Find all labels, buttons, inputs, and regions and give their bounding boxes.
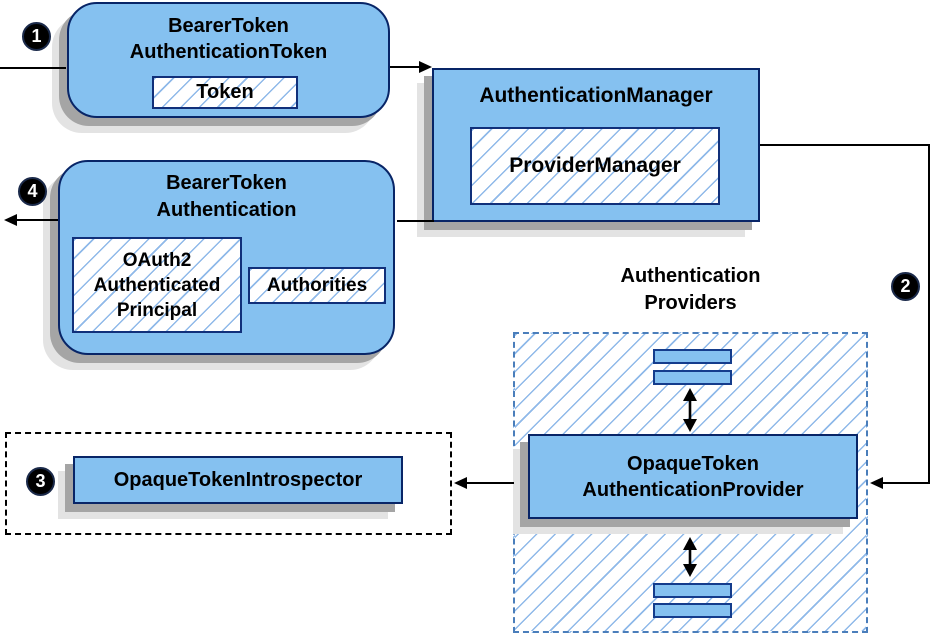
connector-to-introspector — [454, 477, 514, 489]
arrowhead — [454, 477, 467, 489]
token-field: Token — [152, 76, 298, 109]
provider-stub-bar-top-1 — [653, 349, 732, 364]
provider-manager-field: ProviderManager — [470, 127, 720, 205]
oauth2-authenticated-principal-field: OAuth2 Authenticated Principal — [72, 237, 242, 333]
step-3-badge: 3 — [26, 467, 55, 496]
step-2-badge: 2 — [891, 272, 920, 301]
step-4-badge: 4 — [18, 177, 47, 206]
connector-step4-out — [4, 214, 58, 226]
arrowhead — [4, 214, 17, 226]
connector-to-authentication-manager — [390, 61, 432, 73]
step-1-label: 1 — [31, 26, 42, 46]
step-3-label: 3 — [35, 471, 46, 491]
bearer-token-authentication-title: BearerToken Authentication — [156, 172, 297, 221]
authorities-field: Authorities — [248, 267, 386, 304]
arrowhead — [870, 477, 883, 489]
node-bearer-token-authentication: BearerToken Authentication OAuth2 Authen… — [58, 160, 395, 355]
arrowhead — [419, 61, 432, 73]
provider-stub-bar-bottom-1 — [653, 583, 732, 598]
step-4-label: 4 — [27, 181, 38, 201]
provider-stub-bar-bottom-2 — [653, 603, 732, 618]
node-opaque-token-authentication-provider: OpaqueToken AuthenticationProvider — [528, 434, 858, 519]
bearer-token-authentication-token-title: BearerToken AuthenticationToken — [129, 15, 328, 63]
node-authentication-manager: AuthenticationManager ProviderManager — [432, 68, 760, 222]
node-bearer-token-authentication-token: BearerToken AuthenticationToken Token — [67, 2, 390, 118]
authentication-manager-title: AuthenticationManager — [479, 84, 713, 107]
step-1-badge: 1 — [22, 22, 51, 51]
provider-stub-bar-top-2 — [653, 370, 732, 385]
node-opaque-token-introspector: OpaqueTokenIntrospector — [73, 456, 403, 504]
step-2-label: 2 — [900, 276, 911, 296]
authentication-providers-heading: Authentication Providers — [620, 265, 761, 314]
